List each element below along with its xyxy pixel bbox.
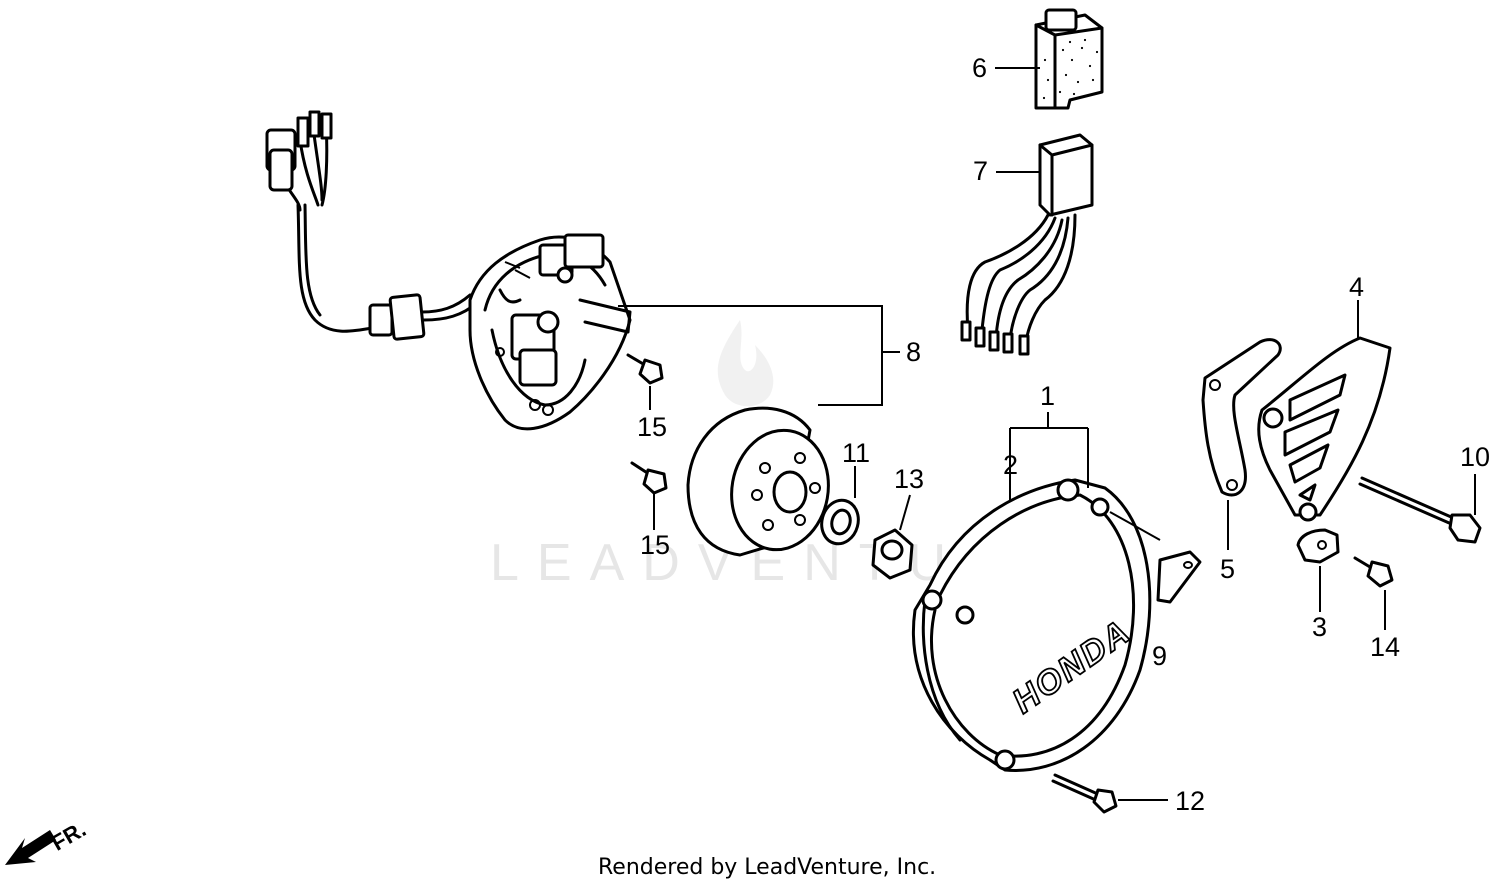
callout-6: 6 bbox=[972, 53, 987, 83]
callout-9-leader bbox=[1109, 511, 1161, 541]
callout-7: 7 bbox=[973, 156, 988, 186]
stator-assembly bbox=[468, 233, 632, 431]
bolt-10 bbox=[1358, 476, 1482, 544]
callout-8: 8 bbox=[906, 337, 921, 367]
callout-1: 1 bbox=[1040, 381, 1055, 411]
callout-13: 13 bbox=[894, 464, 924, 494]
cdi-unit-7 bbox=[960, 133, 1094, 356]
callout-13-leader bbox=[899, 494, 911, 531]
footer-credit: Rendered by LeadVenture, Inc. bbox=[598, 855, 936, 880]
cdi-cover-6 bbox=[1034, 8, 1104, 110]
sprocket-cover-bracket-5 bbox=[1201, 338, 1282, 497]
drive-sprocket-cover-4 bbox=[1257, 336, 1392, 522]
bolt-14 bbox=[1353, 556, 1394, 588]
bolt-15-upper bbox=[626, 353, 664, 385]
callout-8-bracket bbox=[618, 305, 900, 406]
bolt-12 bbox=[1051, 773, 1118, 814]
callout-15-upper: 15 bbox=[637, 412, 667, 442]
oil-seal-11 bbox=[820, 498, 860, 546]
callout-2: 2 bbox=[1003, 450, 1018, 480]
nut-13 bbox=[871, 528, 914, 580]
plate-3 bbox=[1296, 528, 1340, 564]
callout-10: 10 bbox=[1460, 442, 1490, 472]
bolt-15-lower bbox=[630, 461, 668, 495]
callout-11: 11 bbox=[842, 438, 870, 468]
callout-15-lower: 15 bbox=[640, 530, 670, 560]
stator-wire-harness bbox=[265, 110, 480, 341]
flywheel bbox=[686, 406, 830, 557]
front-direction-label: FR. bbox=[47, 816, 90, 855]
callout-14: 14 bbox=[1370, 632, 1400, 662]
callout-3: 3 bbox=[1312, 612, 1327, 642]
callout-4: 4 bbox=[1349, 272, 1364, 302]
watermark-logo bbox=[717, 320, 774, 407]
front-direction-arrow: FR. bbox=[5, 816, 90, 865]
callout-9: 9 bbox=[1152, 641, 1167, 671]
callout-1-bracket bbox=[1009, 412, 1089, 500]
left-crankcase-cover: HONDA bbox=[912, 478, 1152, 772]
callout-12: 12 bbox=[1175, 786, 1205, 816]
dowel-pin-9 bbox=[1156, 550, 1202, 604]
callout-5: 5 bbox=[1220, 554, 1235, 584]
